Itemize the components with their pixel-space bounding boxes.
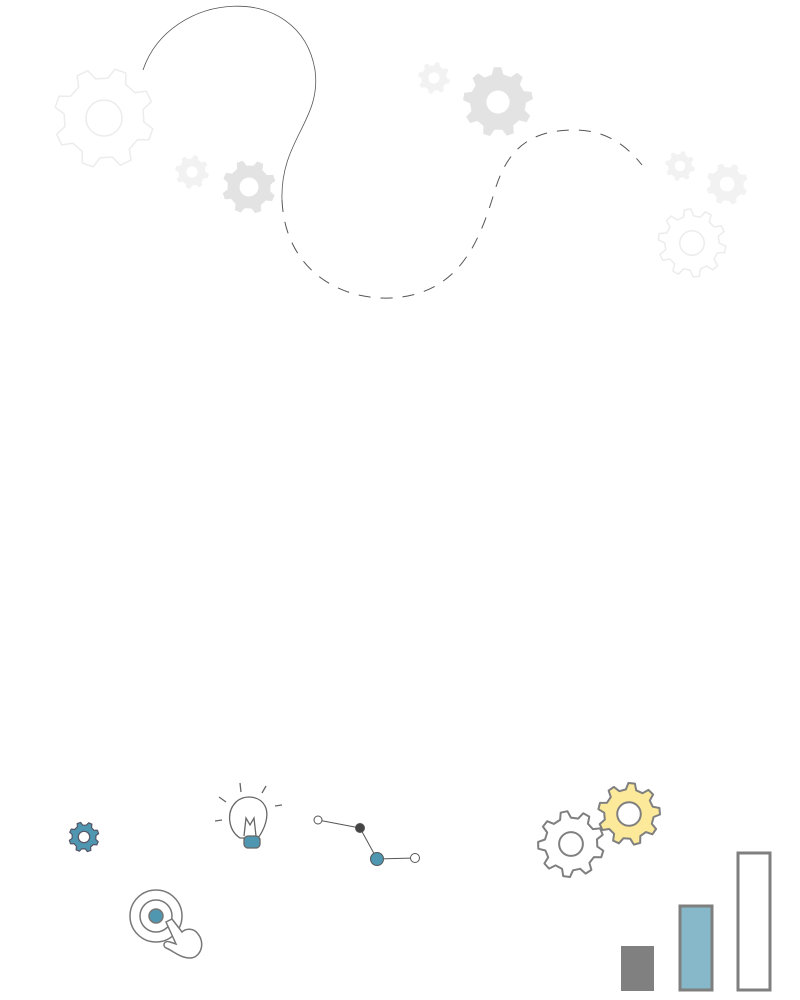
gear-icon [665,151,695,181]
gear-icon [706,163,748,205]
gear-icon [222,160,276,214]
gear-icon [597,782,661,846]
dashed-path-line [281,129,643,299]
gear-icon [68,821,100,853]
gear-icon [463,67,533,137]
gear-icon [537,810,605,878]
bar-chart-icon [621,851,772,992]
bar-tall [736,851,772,992]
bar-short [621,946,654,991]
gear-icon [54,68,154,168]
gear-icon [657,208,727,278]
lightbulb-icon [214,782,283,849]
bottom-icons [68,782,772,992]
solid-path-line [142,5,317,201]
bar-medium [678,904,714,992]
background-gears [54,62,748,278]
target-tap-icon [129,889,203,959]
node-connection-icon [313,815,420,866]
gear-icon [175,155,209,189]
gear-icon [418,62,450,94]
